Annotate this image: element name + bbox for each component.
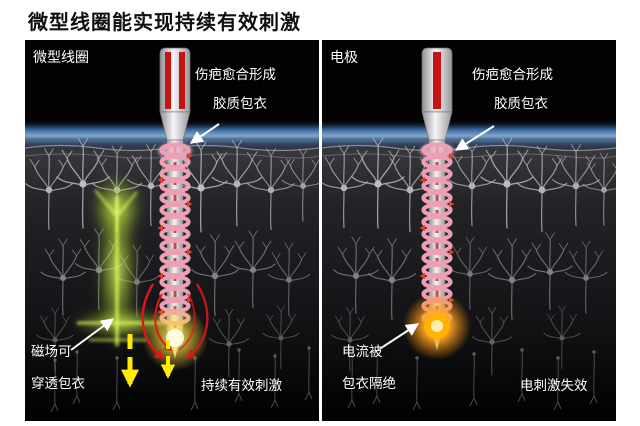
pointer-arrows — [70, 123, 220, 351]
coil-scar-label-line1: 伤疤愈合形成 — [195, 67, 276, 82]
pointer-arrows — [377, 125, 495, 351]
electrode-result-label: 电刺激失效 — [520, 378, 588, 393]
electrode-probe — [421, 47, 453, 352]
electrode-lead — [433, 52, 441, 109]
panel-micro-coil: 微型线圈 伤疤愈合形成 胶质包衣 磁场可 穿透包衣 持续有效刺激 — [25, 40, 319, 421]
coil-lead-right — [179, 52, 185, 109]
blocked-current-glow — [403, 292, 471, 360]
panel-electrode: 电极 伤疤愈合形成 胶质包衣 电流被 包衣隔绝 电刺激失效 — [322, 40, 616, 421]
panel-label-coil: 微型线圈 — [33, 49, 89, 65]
blocked-current-label-line1: 电流被 — [342, 344, 383, 359]
scar-pointer-arrow — [189, 123, 220, 144]
glial-scar-coating — [157, 143, 193, 323]
tip-activation-glow — [142, 305, 208, 371]
glial-scar-coating — [419, 143, 455, 323]
electrode-scar-label-line2: 胶质包衣 — [494, 96, 548, 111]
stimulation-direction-arrows — [121, 334, 176, 388]
current-pointer-arrow — [377, 323, 420, 351]
coil-result-label: 持续有效刺激 — [201, 378, 282, 393]
comparison-figure: 微型线圈 伤疤愈合形成 胶质包衣 磁场可 穿透包衣 持续有效刺激 — [25, 40, 616, 421]
electrode-illustration — [322, 40, 616, 421]
coil-lead-left — [165, 52, 171, 109]
electrode-scar-label-line1: 伤疤愈合形成 — [472, 67, 553, 82]
coil-illustration — [25, 40, 319, 421]
magnetic-field-label-line1: 磁场可 — [31, 344, 72, 359]
coil-scar-label-line2: 胶质包衣 — [213, 96, 267, 111]
blocked-current-label-line2: 包衣隔绝 — [342, 376, 396, 391]
magnetic-field-label-line2: 穿透包衣 — [31, 376, 85, 391]
field-pointer-arrow — [70, 318, 115, 351]
page-title: 微型线圈能实现持续有效刺激 — [28, 12, 301, 34]
panel-label-electrode: 电极 — [330, 49, 358, 65]
scar-pointer-arrow — [454, 125, 495, 151]
